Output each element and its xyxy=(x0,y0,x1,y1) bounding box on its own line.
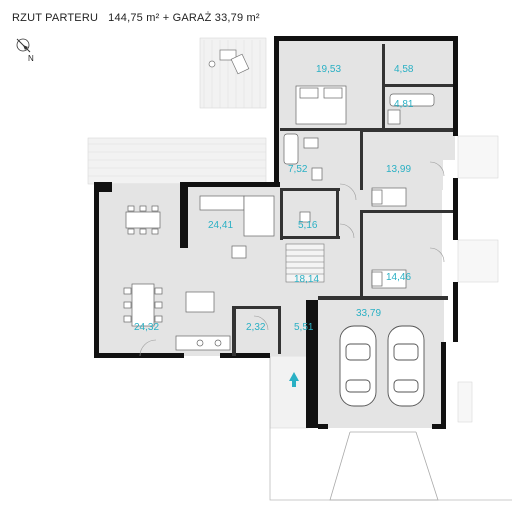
area-bedroom-3: 14,46 xyxy=(386,272,411,283)
area-vestibule: 5,51 xyxy=(294,322,314,333)
entrance-path xyxy=(269,355,512,501)
area-bathroom: 7,52 xyxy=(288,164,308,175)
plan-header: RZUT PARTERU 144,75 m² + GARAŻ 33,79 m² xyxy=(12,12,260,24)
entrance-arrow-icon xyxy=(289,372,299,387)
sofa xyxy=(199,195,275,259)
side-deck xyxy=(457,135,499,423)
bed-main xyxy=(295,85,347,125)
compass-north-label: N xyxy=(28,54,34,63)
area-bedroom-main: 19,53 xyxy=(316,64,341,75)
stairs xyxy=(285,243,325,283)
floor-area-summary: 144,75 m² + GARAŻ 33,79 m² xyxy=(108,12,260,24)
area-hall: 18,14 xyxy=(294,274,319,285)
area-living-room: 24,41 xyxy=(208,220,233,231)
kitchen-counter xyxy=(175,291,231,351)
lounge-chair xyxy=(208,49,250,75)
door-swings xyxy=(139,161,445,357)
car-right xyxy=(387,325,425,407)
compass-icon xyxy=(16,38,31,53)
bath-fixtures xyxy=(283,93,435,223)
plan-title: RZUT PARTERU xyxy=(12,12,99,24)
exterior-walls xyxy=(94,36,458,429)
outdoor-table xyxy=(125,205,161,235)
area-bedroom-2: 13,99 xyxy=(386,164,411,175)
interior-walls xyxy=(232,44,453,356)
bed-3 xyxy=(371,269,407,289)
dining-table xyxy=(123,283,163,327)
area-pantry: 2,32 xyxy=(246,322,266,333)
area-bathroom-ensuite: 4,81 xyxy=(394,99,414,110)
car-left xyxy=(339,325,377,407)
area-garage: 33,79 xyxy=(356,308,381,319)
bed-2 xyxy=(371,187,407,207)
area-wardrobe: 4,58 xyxy=(394,64,414,75)
area-hall-small: 5,16 xyxy=(298,220,318,231)
area-kitchen-dining: 24,32 xyxy=(134,322,159,333)
